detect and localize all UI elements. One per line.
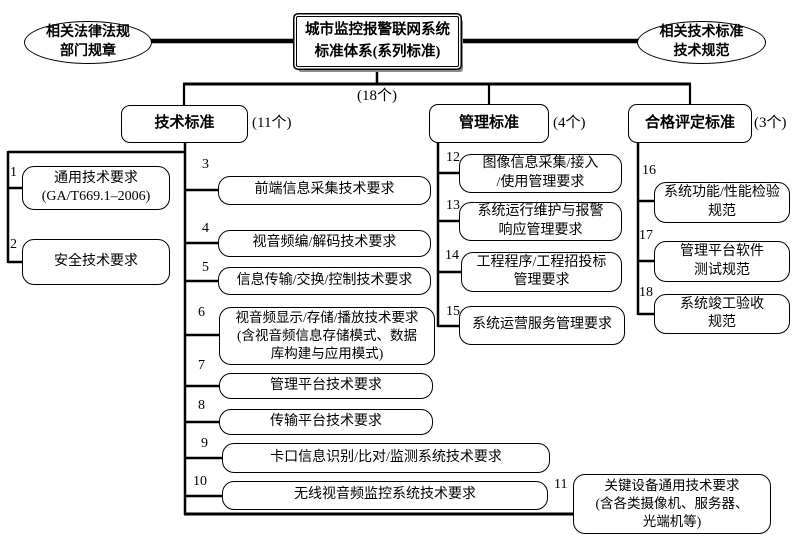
item-number: 16 bbox=[642, 163, 656, 178]
category-label: 合格评定标准 bbox=[644, 114, 735, 131]
item-box-completion-acceptance: 系统竣工验收 规范 bbox=[654, 294, 790, 334]
item-number: 17 bbox=[639, 228, 653, 243]
node-label-line: 标准体系(系列标准) bbox=[314, 43, 441, 60]
item-label-line: 图像信息采集/接入 bbox=[482, 156, 599, 172]
item-label-line: 关键设备通用技术要求 bbox=[604, 478, 740, 494]
item-label-line: 库构建与应用模式) bbox=[270, 345, 384, 361]
item-number: 6 bbox=[198, 305, 205, 320]
item-box-key-equipment: 关键设备通用技术要求 (含各类摄像机、服务器、 光端机等) bbox=[573, 474, 771, 534]
item-label-line: 规范 bbox=[708, 203, 736, 219]
item-box-function-performance-test: 系统功能/性能检验 规范 bbox=[654, 182, 790, 223]
category-label: 技术标准 bbox=[154, 115, 215, 132]
item-box-checkpoint-recognition: 卡口信息识别/比对/监测系统技术要求 bbox=[222, 443, 550, 473]
item-label-line: (GA/T669.1–2006) bbox=[41, 189, 151, 204]
item-label-line: 系统运行维护与报警 bbox=[477, 204, 604, 220]
item-box-general-tech-req: 通用技术要求 (GA/T669.1–2006) bbox=[22, 166, 170, 210]
item-box-info-transmission: 信息传输/交换/控制技术要求 bbox=[218, 267, 431, 295]
item-box-engineering-bidding: 工程程序/工程招投标 管理要求 bbox=[461, 252, 622, 292]
category-count-label: (11个) bbox=[252, 115, 292, 131]
item-label-line: 系统功能/性能检验 bbox=[664, 185, 780, 201]
item-label-line: 系统运营服务管理要求 bbox=[472, 317, 612, 333]
node-label-line: 技术规范 bbox=[673, 43, 730, 59]
category-technical-standards: 技术标准 bbox=[121, 105, 248, 143]
item-label-line: /使用管理要求 bbox=[496, 174, 585, 190]
item-label-line: 系统竣工验收 bbox=[680, 296, 764, 312]
item-label-line: 前端信息采集技术要求 bbox=[254, 182, 395, 198]
item-box-wireless-av-surveillance: 无线视音频监控系统技术要求 bbox=[222, 481, 548, 510]
item-number: 18 bbox=[639, 285, 653, 300]
item-box-operation-maintenance: 系统运行维护与报警 响应管理要求 bbox=[459, 202, 622, 241]
item-label-line: 规范 bbox=[708, 315, 736, 330]
item-number: 3 bbox=[202, 157, 209, 172]
item-box-mgmt-platform-tech: 管理平台技术要求 bbox=[219, 373, 433, 399]
total-count-label: (18个) bbox=[357, 88, 397, 104]
item-number: 4 bbox=[202, 221, 209, 236]
item-number: 10 bbox=[193, 474, 207, 489]
item-label-line: 安全技术要求 bbox=[54, 253, 138, 269]
item-label-line: 通用技术要求 bbox=[54, 170, 138, 186]
item-number: 9 bbox=[201, 436, 208, 451]
item-box-frontend-collection: 前端信息采集技术要求 bbox=[218, 176, 431, 205]
item-number: 2 bbox=[10, 237, 17, 252]
item-label-line: 管理平台技术要求 bbox=[270, 377, 382, 393]
item-number: 11 bbox=[554, 477, 568, 492]
item-label-line: 无线视音频监控系统技术要求 bbox=[294, 487, 476, 503]
node-related-laws-ellipse: 相关法律法规 部门规章 bbox=[24, 21, 152, 64]
item-number: 5 bbox=[202, 260, 209, 275]
item-label-line: 光端机等) bbox=[642, 513, 702, 529]
item-box-operation-service-mgmt: 系统运营服务管理要求 bbox=[459, 306, 625, 345]
category-management-standards: 管理标准 bbox=[429, 104, 549, 143]
item-label-line: (含各类摄像机、服务器、 bbox=[595, 496, 749, 512]
category-conformity-standards: 合格评定标准 bbox=[628, 104, 752, 143]
item-label-line: 工程程序/工程招投标 bbox=[476, 254, 607, 270]
item-label-line: 视音频显示/存储/播放技术要求 bbox=[235, 310, 419, 326]
node-label-line: 城市监控报警联网系统 bbox=[305, 21, 450, 38]
category-count-label: (4个) bbox=[553, 115, 586, 131]
item-label-line: 传输平台技术要求 bbox=[270, 413, 382, 429]
category-count-label: (3个) bbox=[754, 115, 787, 131]
item-box-av-display-storage: 视音频显示/存储/播放技术要求 (含视音频信息存储模式、数据 库构建与应用模式) bbox=[219, 307, 435, 365]
item-label-line: 管理要求 bbox=[513, 273, 570, 288]
item-label-line: 管理平台软件 bbox=[680, 244, 764, 260]
item-label-line: 视音频编/解码技术要求 bbox=[252, 235, 397, 251]
item-box-platform-software-test: 管理平台软件 测试规范 bbox=[654, 241, 790, 282]
item-box-image-info-mgmt: 图像信息采集/接入 /使用管理要求 bbox=[459, 154, 622, 193]
item-number: 15 bbox=[446, 304, 460, 319]
node-label-line: 相关技术标准 bbox=[659, 24, 744, 40]
item-label-line: 卡口信息识别/比对/监测系统技术要求 bbox=[270, 449, 502, 465]
node-related-tech-standards-ellipse: 相关技术标准 技术规范 bbox=[637, 21, 766, 64]
item-box-security-tech-req: 安全技术要求 bbox=[22, 239, 170, 285]
item-number: 8 bbox=[198, 398, 205, 413]
item-label-line: (含视音频信息存储模式、数据 bbox=[237, 328, 417, 344]
node-label-line: 相关法律法规 bbox=[46, 24, 130, 40]
item-number: 14 bbox=[445, 248, 459, 263]
item-label-line: 信息传输/交换/控制技术要求 bbox=[236, 272, 413, 288]
item-box-transmission-platform: 传输平台技术要求 bbox=[219, 409, 433, 435]
node-root-standard-system: 城市监控报警联网系统 标准体系(系列标准) bbox=[296, 16, 459, 67]
item-number: 13 bbox=[446, 198, 460, 213]
item-label-line: 响应管理要求 bbox=[498, 222, 583, 238]
item-number: 12 bbox=[446, 150, 460, 165]
node-label-line: 部门规章 bbox=[60, 43, 116, 59]
category-label: 管理标准 bbox=[458, 114, 519, 131]
item-label-line: 测试规范 bbox=[694, 262, 750, 278]
item-number: 1 bbox=[10, 165, 17, 180]
item-number: 7 bbox=[198, 358, 205, 373]
item-box-av-codec: 视音频编/解码技术要求 bbox=[218, 230, 431, 257]
